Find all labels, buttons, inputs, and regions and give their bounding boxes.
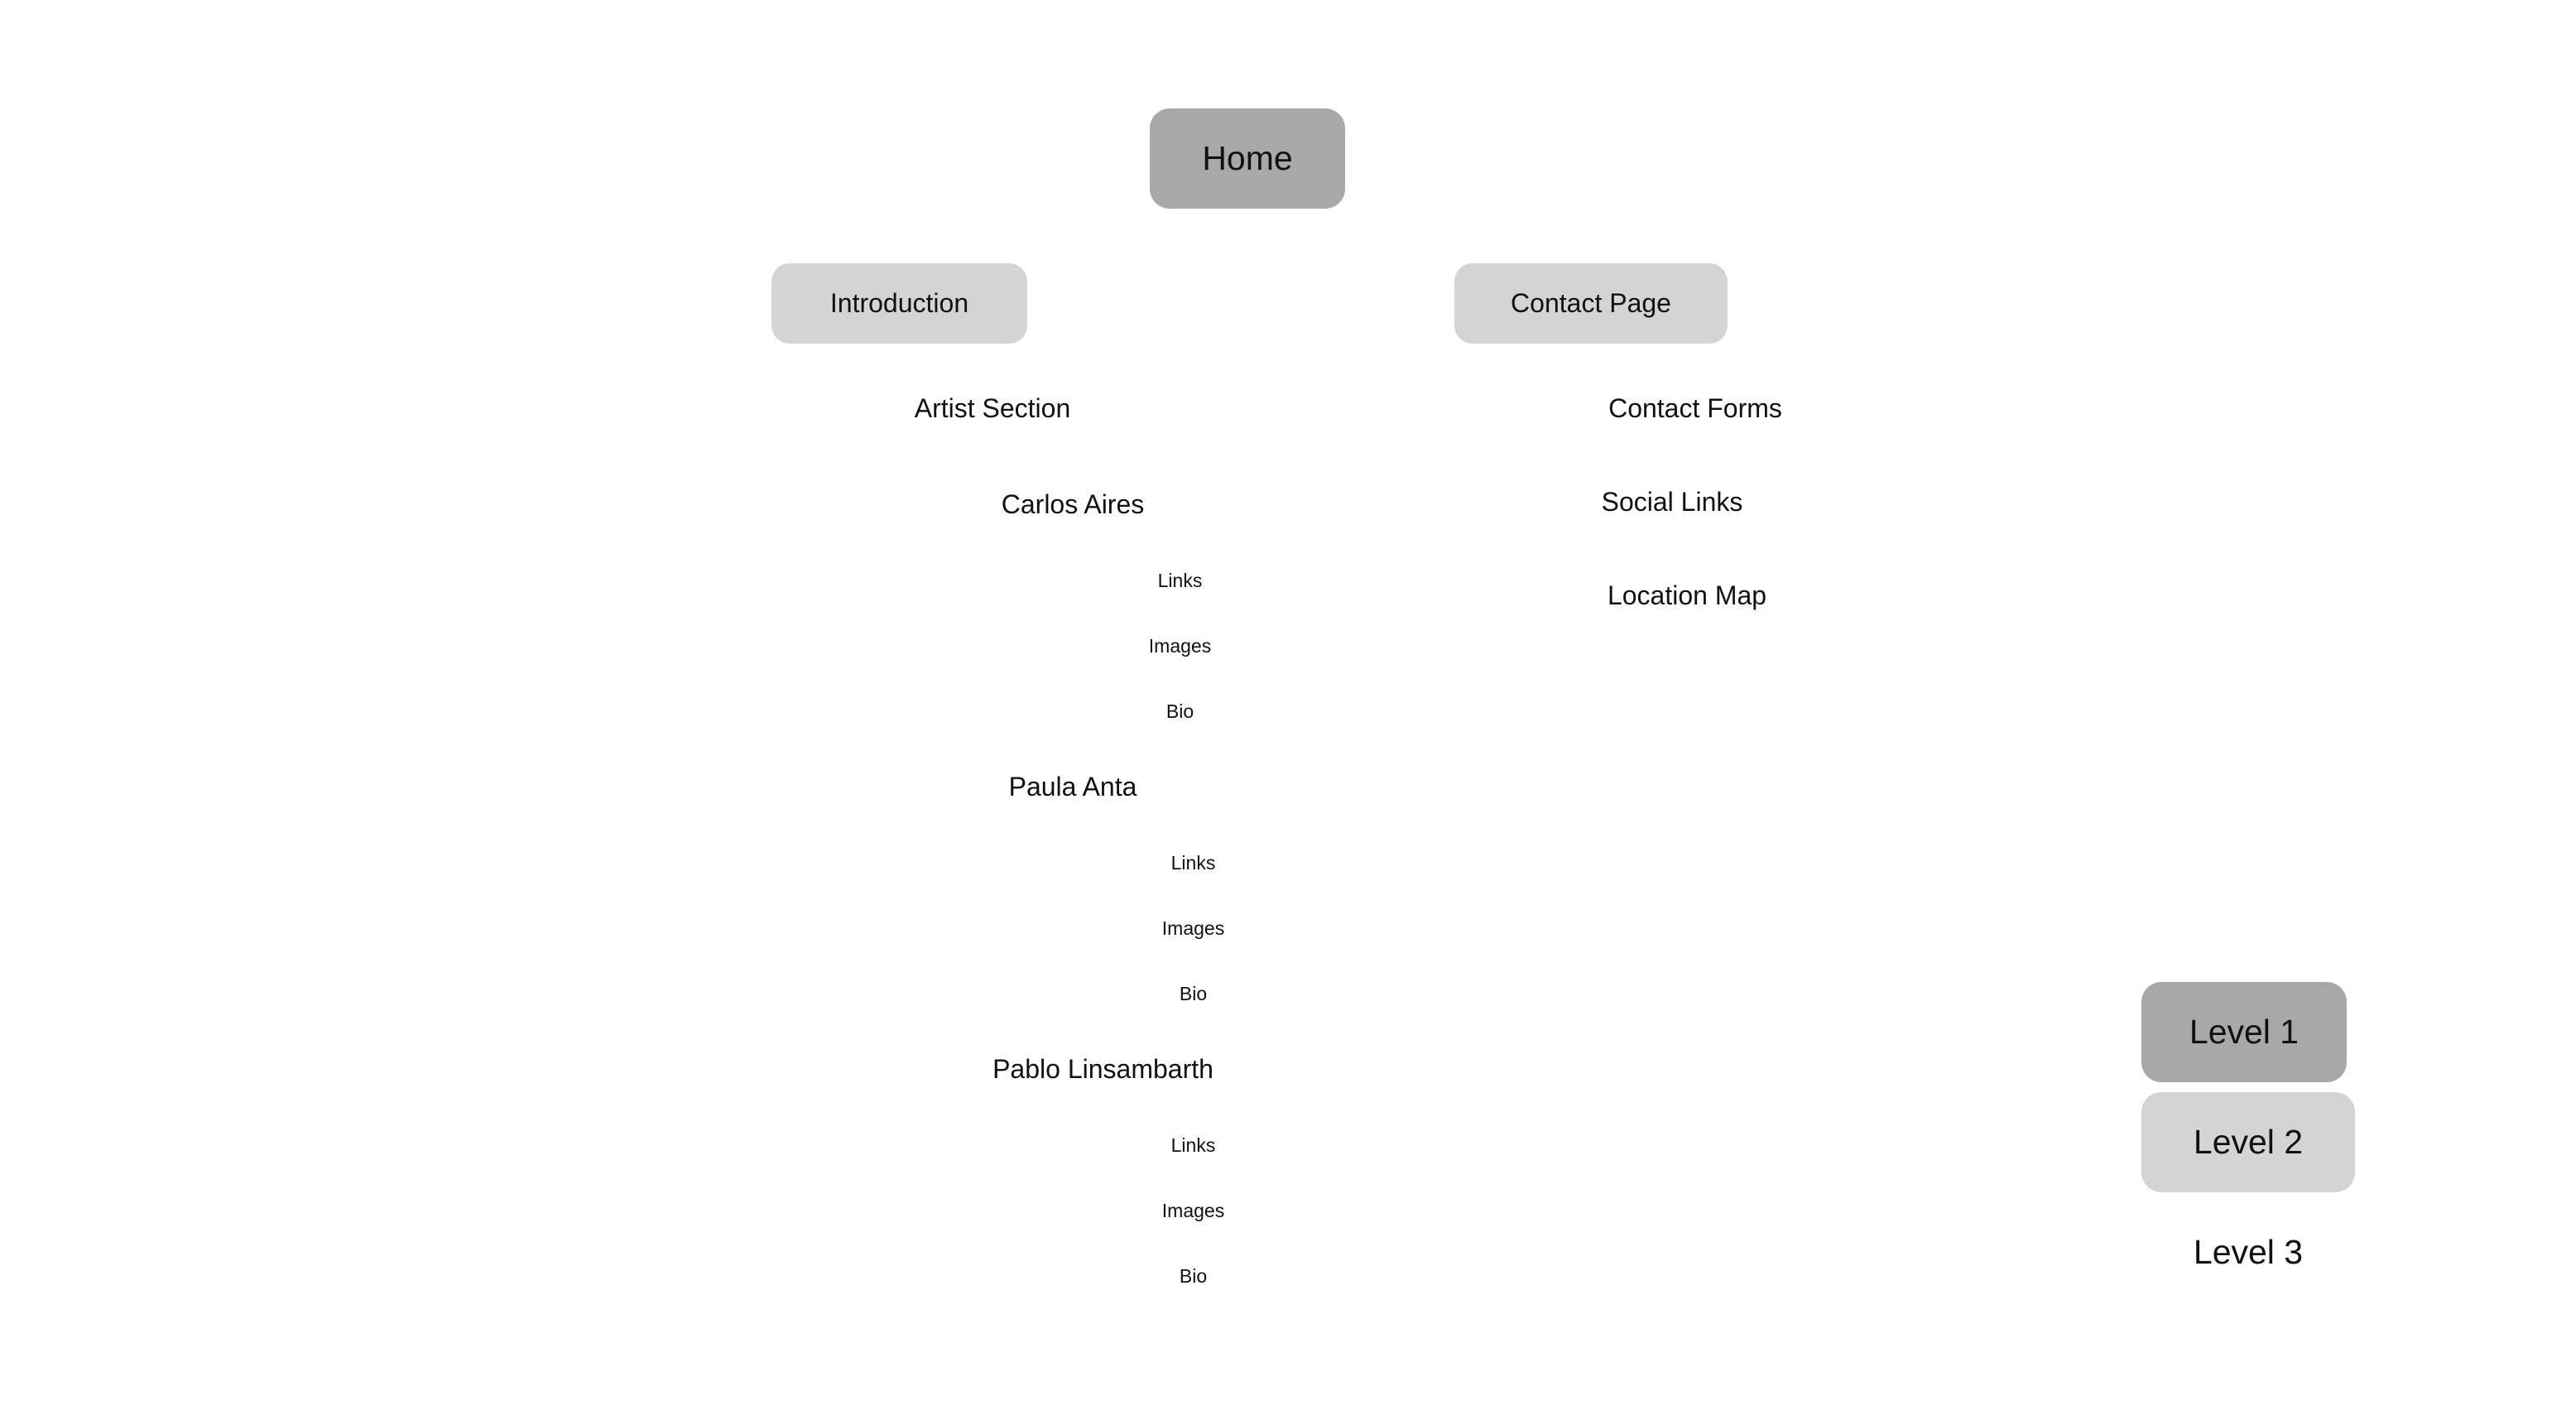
node-contact-forms: Contact Forms — [1571, 377, 1819, 440]
legend-level-2: Level 2 — [2141, 1092, 2355, 1192]
node-paula-anta-images: Images — [1129, 903, 1257, 954]
node-artist-section: Artist Section — [877, 377, 1108, 440]
node-carlos-aires-links: Links — [1116, 555, 1244, 606]
node-carlos-aires-bio: Bio — [1116, 686, 1244, 737]
node-paula-anta-bio: Bio — [1129, 968, 1257, 1019]
node-pablo-linsambarth-links: Links — [1129, 1119, 1257, 1171]
node-pablo-linsambarth-images: Images — [1129, 1185, 1257, 1236]
node-artist-paula-anta: Paula Anta — [958, 755, 1188, 818]
node-social-links: Social Links — [1571, 470, 1773, 533]
node-contact-page: Contact Page — [1454, 263, 1728, 344]
node-pablo-linsambarth-bio: Bio — [1129, 1250, 1257, 1302]
node-introduction: Introduction — [771, 263, 1027, 344]
node-home: Home — [1150, 108, 1345, 209]
legend-level-3: Level 3 — [2141, 1202, 2355, 1302]
legend-level-1: Level 1 — [2141, 982, 2347, 1082]
node-paula-anta-links: Links — [1129, 837, 1257, 888]
node-artist-carlos-aires: Carlos Aires — [958, 473, 1188, 536]
node-location-map: Location Map — [1571, 564, 1803, 627]
node-carlos-aires-images: Images — [1116, 620, 1244, 672]
node-artist-pablo-linsambarth: Pablo Linsambarth — [965, 1038, 1241, 1100]
